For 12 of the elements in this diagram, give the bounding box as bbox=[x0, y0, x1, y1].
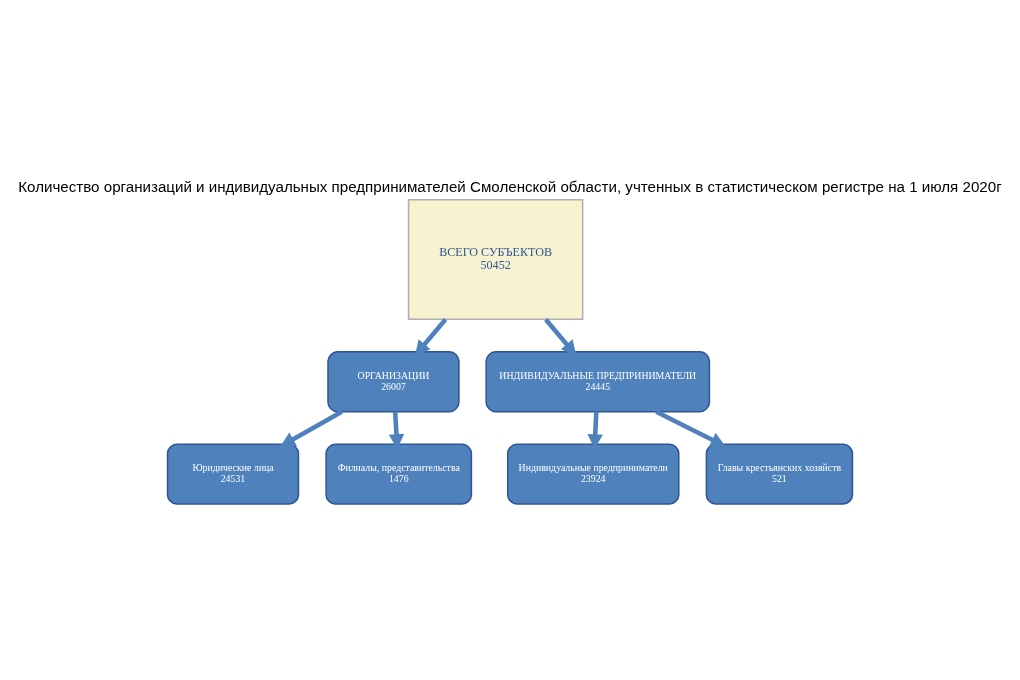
node-box: ОРГАНИЗАЦИИ 26007 bbox=[327, 350, 460, 412]
node-box: ИНДИВИДУАЛЬНЫЕ ПРЕДПРИНИМАТЕЛИ 24445 bbox=[485, 350, 711, 412]
diagram-title: Количество организаций и индивидуальных предпринимателей Смоленской области, учтенных в статистическом регистре на 1 июля 2020г bbox=[18, 177, 1002, 195]
node-box: ВСЕГО СУБЪЕКТОВ 50452 bbox=[407, 198, 584, 320]
arrow bbox=[280, 409, 343, 447]
node-box: Филиалы, представительства 1476 bbox=[325, 442, 473, 505]
node-box: Юридические лица 24531 bbox=[166, 442, 300, 505]
arrow bbox=[544, 317, 577, 356]
arrow bbox=[655, 409, 726, 447]
arrow bbox=[415, 317, 448, 356]
node-box: Индивидуальные предприниматели 23924 bbox=[506, 442, 680, 505]
node-box: Главы крестьянских хозяйств 521 bbox=[705, 442, 854, 505]
